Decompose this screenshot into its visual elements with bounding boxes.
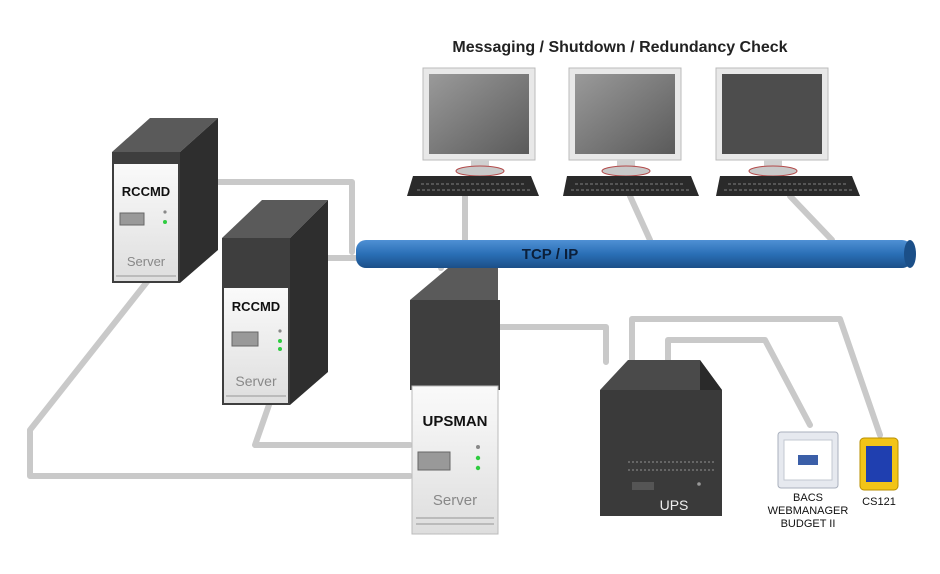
server-type-label: Server bbox=[235, 373, 277, 389]
workstation-icon bbox=[563, 67, 699, 196]
server-name-label: RCCMD bbox=[232, 299, 280, 314]
server-icon bbox=[410, 268, 500, 535]
cable-ups-webmanager bbox=[665, 337, 813, 428]
server-name-label: UPSMAN bbox=[422, 413, 487, 430]
workstation-icon bbox=[407, 67, 539, 196]
webmanager-label-line-2: WEBMANAGER bbox=[768, 505, 849, 517]
cables bbox=[27, 179, 883, 479]
cable-rccmd1-upsman bbox=[27, 275, 413, 479]
webmanager-label-line-1: BACS bbox=[793, 492, 823, 504]
server-icon bbox=[222, 200, 328, 405]
server-icon bbox=[112, 118, 218, 283]
server-rccmd-1: RCCMD Server bbox=[112, 118, 218, 283]
cable-rccmd1-network bbox=[207, 179, 355, 255]
workstation-1 bbox=[407, 67, 539, 196]
diagram-title: Messaging / Shutdown / Redundancy Check bbox=[452, 39, 787, 56]
cs121-device: CS121 bbox=[859, 437, 899, 508]
webmanager-device: BACS WEBMANAGER BUDGET II bbox=[768, 431, 849, 530]
tcpip-pipe bbox=[356, 240, 912, 268]
tcpip-pipe-end bbox=[904, 240, 916, 268]
cable-ws2-network bbox=[627, 193, 653, 243]
ups-label: UPS bbox=[660, 497, 689, 513]
workstation-3 bbox=[715, 67, 860, 196]
server-type-label: Server bbox=[127, 254, 166, 269]
ups-icon bbox=[600, 360, 722, 516]
webmanager-icon bbox=[777, 431, 839, 489]
server-name-label: RCCMD bbox=[122, 184, 170, 199]
cable-ups-cs121 bbox=[629, 316, 883, 438]
ups-unit: UPS bbox=[600, 360, 722, 516]
workstation-2 bbox=[563, 67, 699, 196]
server-rccmd-2: RCCMD Server bbox=[222, 200, 328, 405]
webmanager-label-line-3: BUDGET II bbox=[781, 518, 836, 530]
server-type-label: Server bbox=[433, 492, 477, 509]
workstation-icon bbox=[715, 67, 860, 196]
cable-ws3-network bbox=[787, 193, 835, 243]
tcpip-label: TCP / IP bbox=[522, 246, 578, 263]
cs121-icon bbox=[859, 437, 899, 491]
cable-upsman-ups bbox=[495, 324, 609, 365]
cs121-label: CS121 bbox=[862, 496, 896, 508]
server-upsman: UPSMAN Server bbox=[410, 268, 500, 535]
cable-rccmd2-upsman bbox=[252, 399, 413, 448]
tcpip-network: TCP / IP bbox=[356, 240, 916, 268]
